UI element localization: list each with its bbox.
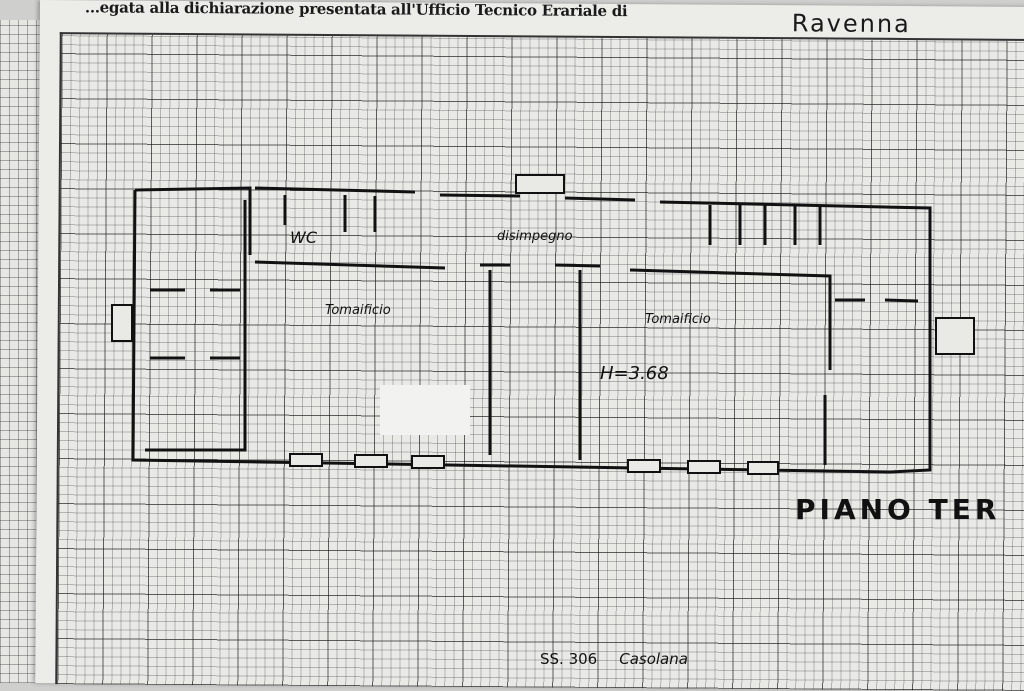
room-label-corridor: disimpegno <box>497 229 573 244</box>
floor-label: PIANO TER <box>795 493 1001 526</box>
room-label-workshop-left: Tomaificio <box>325 303 391 318</box>
road-label: SS. 306 Casolana <box>540 650 710 668</box>
ceiling-height-label: H=3.68 <box>600 363 669 384</box>
room-label-workshop-right: Tomaificio <box>645 312 711 327</box>
road-code: SS. 306 <box>540 650 598 668</box>
room-label-wc: WC <box>290 228 317 247</box>
road-name: Casolana <box>619 650 688 668</box>
